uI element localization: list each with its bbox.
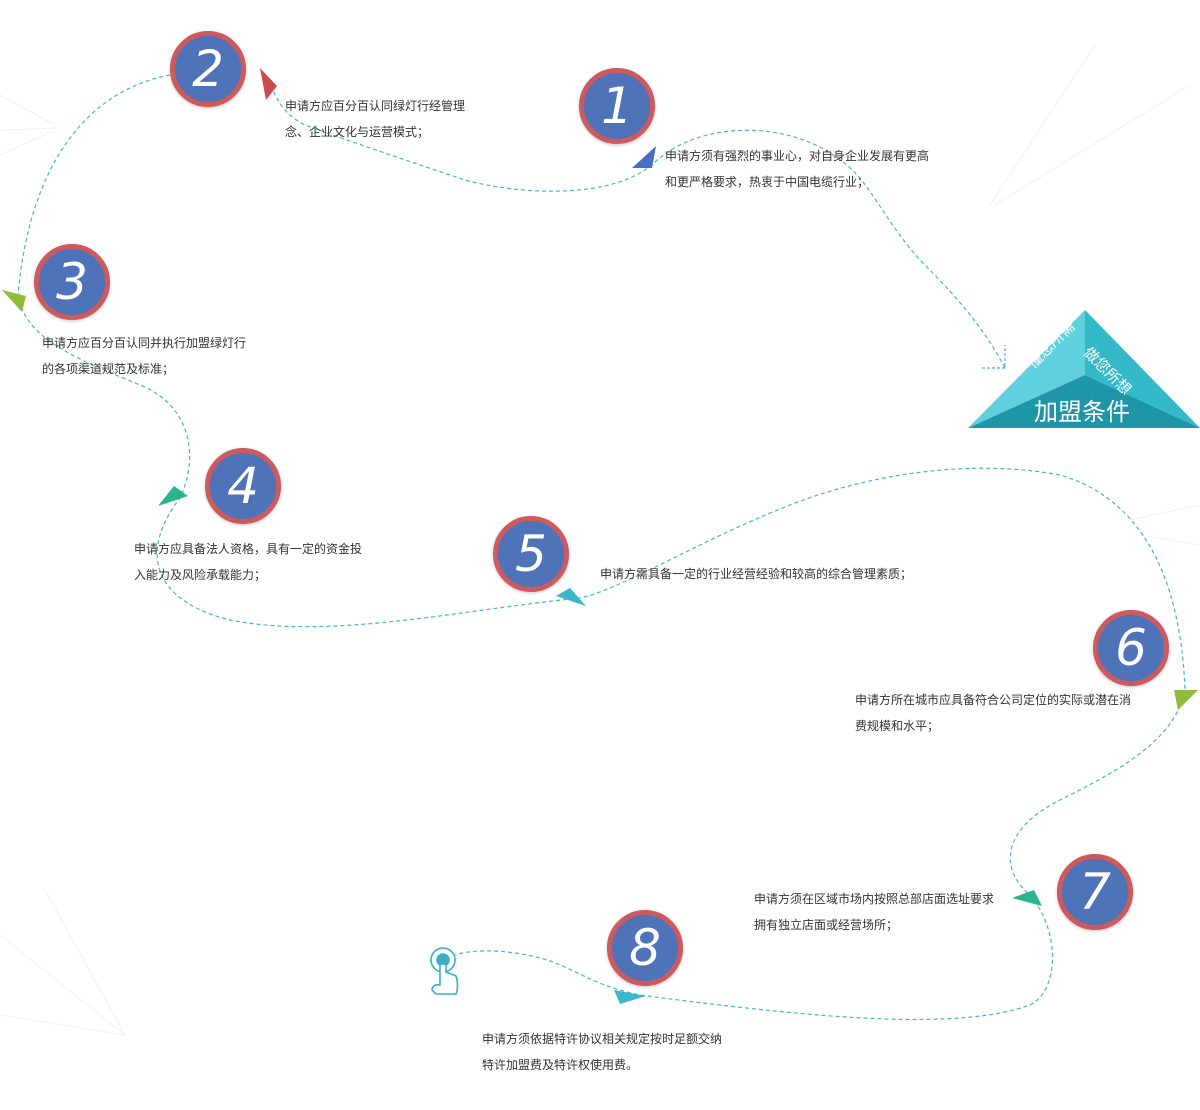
step-text-3: 申请方应百分百认同并执行加盟绿灯行的各项渠道规范及标准； xyxy=(42,336,247,376)
step-text-6: 申请方所在城市应具备符合公司定位的实际或潜在消费规模和水平； xyxy=(855,693,1132,733)
step-badge-7: 7 xyxy=(1057,854,1133,930)
step-text-8: 申请方须依据特许协议相关规定按时足额交纳特许加盟费及特许权使用费。 xyxy=(482,1032,723,1072)
connector-path xyxy=(17,74,1186,1021)
step-number: 6 xyxy=(1115,619,1147,677)
step-number: 5 xyxy=(515,525,547,583)
step-text-5: 申请方需具备一定的行业经营经验和较高的综合管理素质； xyxy=(600,567,913,581)
arrow-marker-7 xyxy=(1012,890,1042,906)
step-text-2: 申请方应百分百认同绿灯行经管理念、企业文化与运营模式； xyxy=(285,99,466,139)
step-number: 7 xyxy=(1079,863,1111,921)
background-rays xyxy=(0,44,1200,1036)
step-number: 4 xyxy=(227,457,259,515)
finger-tap-icon xyxy=(430,947,459,995)
arrow-marker-2 xyxy=(260,68,277,100)
step-badge-1: 1 xyxy=(579,68,655,144)
arrow-marker-5 xyxy=(556,588,586,606)
arrow-marker-8 xyxy=(614,990,646,1004)
pyramid-badge xyxy=(968,310,1200,428)
step-badge-2: 2 xyxy=(170,31,246,107)
step-badge-8: 8 xyxy=(607,910,683,986)
arrow-marker-6 xyxy=(1174,690,1198,710)
step-number: 2 xyxy=(192,40,224,98)
step-badge-4: 4 xyxy=(205,448,281,524)
step-text-7: 申请方须在区域市场内按照总部店面选址要求拥有独立店面或经营场所； xyxy=(754,892,995,932)
step-number: 3 xyxy=(56,253,88,311)
arrow-marker-3 xyxy=(2,290,26,312)
step-text-1: 申请方须有强烈的事业心，对自身企业发展有更高和更严格要求，热衷于中国电缆行业； xyxy=(665,149,930,189)
arrow-marker-1 xyxy=(632,146,656,168)
step-badge-3: 3 xyxy=(34,244,110,320)
step-number: 8 xyxy=(629,919,661,977)
path-end-bracket xyxy=(982,345,1006,369)
step-badge-5: 5 xyxy=(493,516,569,592)
step-text-4: 申请方应具备法人资格，具有一定的资金投入能力及风险承载能力； xyxy=(134,542,363,582)
step-number: 1 xyxy=(601,77,633,135)
badge-title: 加盟条件 xyxy=(1034,398,1130,426)
step-badge-6: 6 xyxy=(1093,610,1169,686)
arrow-marker-4 xyxy=(158,486,188,506)
